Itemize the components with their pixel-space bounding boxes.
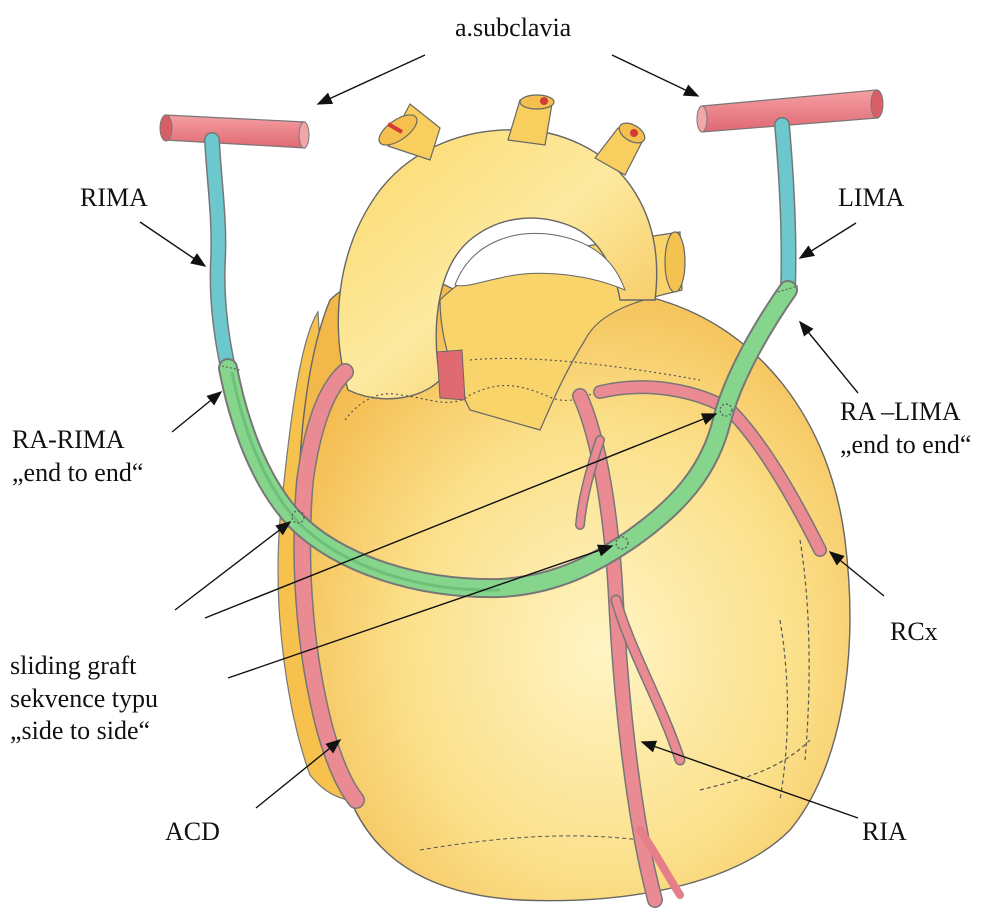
arrow-ra-rima: [172, 392, 221, 432]
arrow-sliding-acd: [175, 522, 290, 610]
right-subclavian-artery: [160, 115, 309, 148]
label-ra-lima: RA –LIMA „end to end“: [840, 396, 971, 461]
label-sliding-line3: „side to side“: [10, 715, 158, 748]
label-ra-rima: RA-RIMA „end to end“: [12, 424, 143, 489]
arrow-rima: [140, 222, 205, 266]
label-subclavia: a.subclavia: [455, 12, 571, 45]
label-sliding-graft: sliding graft sekvence typu „side to sid…: [10, 650, 158, 748]
label-sliding-line1: sliding graft: [10, 650, 158, 683]
arrow-lima: [800, 223, 856, 258]
label-sliding-line2: sekvence typu: [10, 683, 158, 716]
arrow-subclavia-right: [612, 55, 698, 96]
arrow-subclavia-left: [318, 55, 425, 104]
label-ra-rima-line1: RA-RIMA: [12, 424, 143, 457]
label-ra-lima-line2: „end to end“: [840, 429, 971, 462]
label-ria: RIA: [862, 816, 907, 849]
label-ra-lima-line1: RA –LIMA: [840, 396, 971, 429]
label-lima: LIMA: [838, 182, 904, 215]
aortic-root-vessel: [437, 350, 465, 400]
label-ra-rima-line2: „end to end“: [12, 457, 143, 490]
label-rima: RIMA: [80, 182, 148, 215]
label-rcx: RCx: [890, 616, 938, 649]
arrow-ra-lima: [800, 322, 858, 393]
label-acd: ACD: [165, 816, 220, 849]
